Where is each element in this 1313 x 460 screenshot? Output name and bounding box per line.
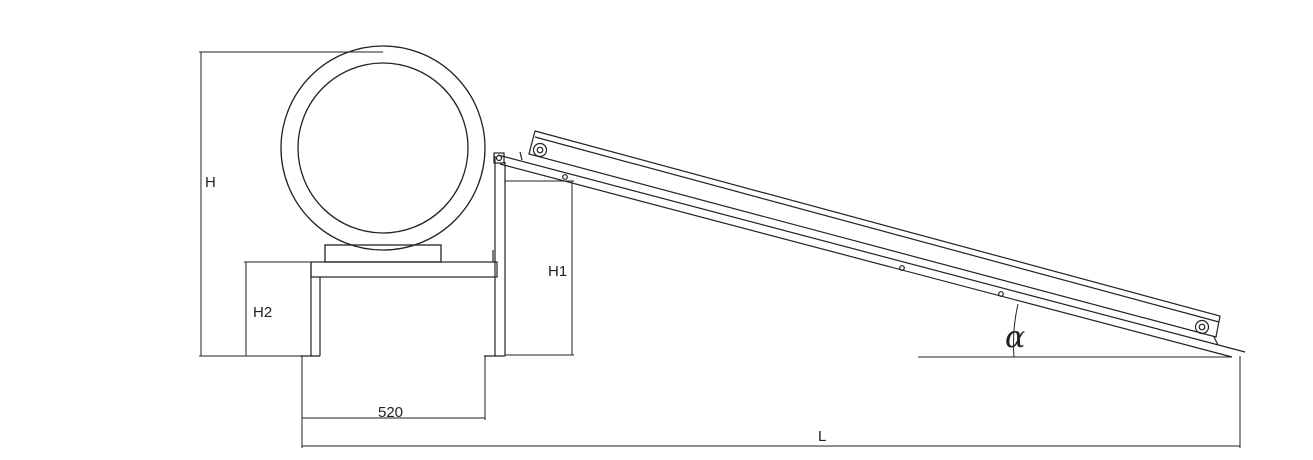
frame-rivet [562, 174, 568, 180]
frame-clip [519, 151, 523, 161]
panel-outline [528, 130, 1221, 338]
collector-panel [528, 130, 1221, 338]
header-pipe-bottom-outer [1194, 319, 1210, 335]
label-h2: H2 [253, 304, 272, 321]
water-tank [280, 45, 486, 263]
header-pipe-top-inner [536, 146, 544, 154]
header-pipe-top-outer [532, 142, 548, 158]
tank-stand [300, 152, 506, 357]
dimension-lines [199, 51, 1241, 448]
tank-inner-shell [297, 62, 469, 234]
header-pipe-bottom-inner [1198, 323, 1206, 331]
frame-rail-upper [497, 154, 1246, 353]
stand-pivot-block [493, 152, 505, 164]
angle-arc [1013, 303, 1019, 358]
frame-rivet [899, 265, 905, 271]
tank-outer-shell [280, 45, 486, 251]
stand-top-beam [310, 261, 498, 278]
frame-rail-lower [499, 163, 1233, 358]
collector-frame [497, 151, 1246, 358]
label-angle: α [1005, 320, 1025, 355]
tank-saddle-foot [324, 244, 442, 263]
label-width: 520 [378, 404, 403, 421]
label-h: H [205, 174, 216, 191]
panel-glass-edge [534, 136, 1220, 323]
label-h1: H1 [548, 263, 567, 280]
label-length: L [818, 428, 826, 445]
frame-rivet [998, 291, 1004, 297]
frame-clip [1213, 336, 1219, 346]
